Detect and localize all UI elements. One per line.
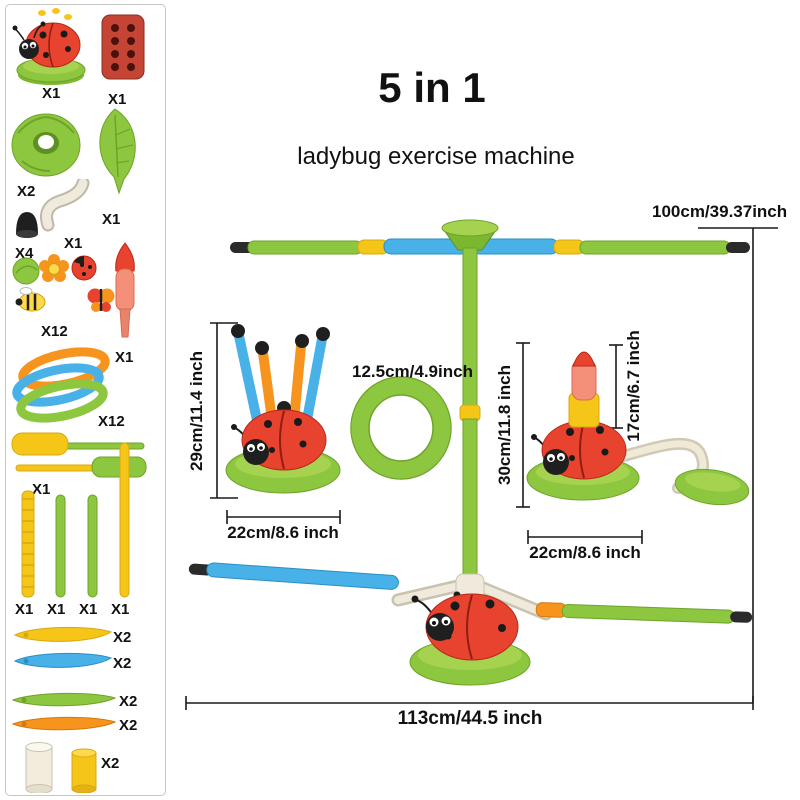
qty-green-blade: X2: [119, 693, 138, 710]
qty-tall-yellow-stick: X1: [111, 601, 130, 618]
dim-rocket-base-width: 22cm/8.6 inch: [529, 543, 641, 562]
stick-config: [225, 324, 341, 494]
ladybug-sprinkler-icon: [12, 7, 90, 87]
dim-total-height: 100cm/39.37inch: [652, 202, 788, 221]
qty-black-cap: X4: [15, 245, 34, 262]
blue-blade-icon: [12, 649, 114, 673]
rocket-config: [526, 351, 750, 506]
bottom-rotor: [188, 562, 753, 624]
dim-rocket-config-height: 30cm/11.8 inch: [495, 364, 514, 486]
sticks-icon-group: [12, 441, 152, 599]
qty-elbow-tube: X1: [64, 235, 83, 252]
parts-panel: X1 X1 X2 X1: [5, 4, 166, 796]
hammer-set-icon: [8, 431, 150, 481]
yellow-blade-icon: [12, 623, 114, 647]
dim-sticks-height: 29cm/11.4 inch: [187, 350, 206, 472]
qty-green-stick-a: X1: [47, 601, 66, 618]
black-cap-icon: [12, 207, 42, 239]
product-title: 5 in 1: [378, 64, 486, 111]
qty-toss-rings: X12: [98, 413, 125, 430]
dimension-lines: [185, 227, 778, 710]
qty-yellow-blade: X2: [113, 629, 132, 646]
leaf-blade-icon: [86, 105, 144, 197]
qty-green-stick-b: X1: [79, 601, 98, 618]
toss-ring: [350, 376, 452, 480]
product-subtitle: ladybug exercise machine: [297, 143, 575, 170]
button-panel-icon: [100, 13, 146, 81]
dim-ring-diameter: 12.5cm/4.9inch: [352, 362, 473, 381]
qty-ribbed-stick: X1: [15, 601, 34, 618]
orange-blade-icon: [10, 713, 118, 735]
rocket-icon: [108, 241, 142, 341]
cylinder-pair-icon: [20, 739, 108, 793]
qty-blue-blade: X2: [113, 655, 132, 672]
center-pole: [459, 247, 481, 580]
elbow-tube-icon: [38, 179, 92, 235]
qty-base-disc: X2: [17, 183, 36, 200]
qty-orange-blade: X2: [119, 717, 138, 734]
qty-hammer-set: X1: [32, 481, 51, 498]
qty-spinner-targets: X12: [41, 323, 68, 340]
green-blade-icon: [10, 689, 118, 711]
base-disc-icon: [10, 105, 82, 179]
main-ladybug: [409, 591, 531, 686]
dim-total-width: 113cm/44.5 inch: [397, 708, 543, 729]
qty-ladybug-unit: X1: [42, 85, 61, 102]
qty-rocket: X1: [115, 349, 134, 366]
dim-rocket-height: 17cm/6.7 inch: [624, 330, 643, 442]
qty-cylinder-pair: X2: [101, 755, 120, 772]
qty-button-panel: X1: [108, 91, 127, 108]
top-rotor: [230, 219, 750, 255]
dim-sticks-base-width: 22cm/8.6 inch: [227, 523, 339, 542]
spinner-targets-icon: [10, 253, 116, 317]
qty-leaf-blade: X1: [102, 211, 121, 228]
toss-rings-icon: [6, 347, 118, 423]
